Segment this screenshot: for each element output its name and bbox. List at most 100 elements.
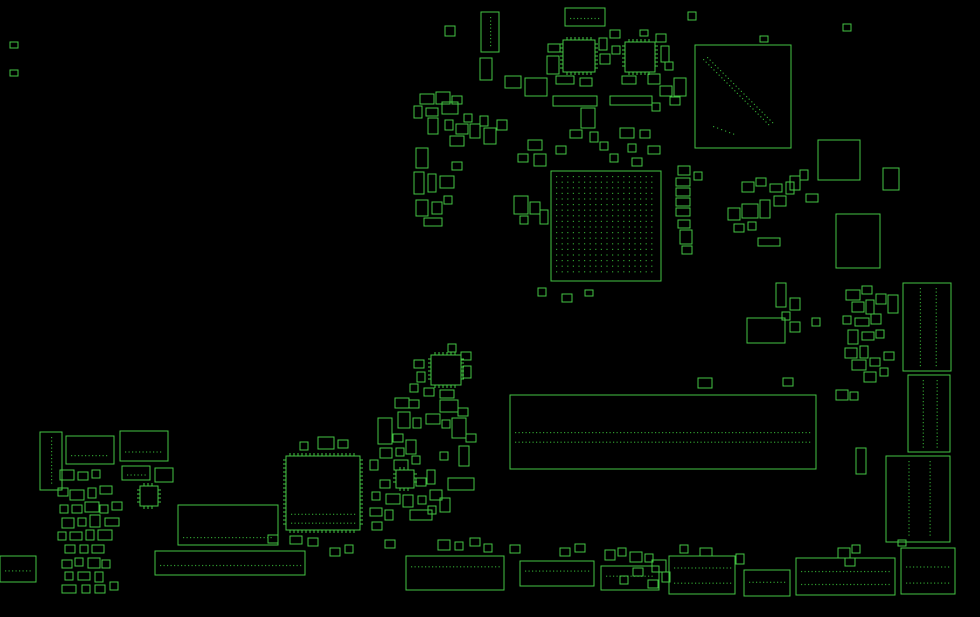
component-outline[interactable] [87,487,97,499]
component-outline[interactable] [851,301,865,313]
component-outline[interactable] [697,377,713,389]
component-outline[interactable] [845,289,861,301]
component-outline[interactable] [513,195,529,215]
connector-component[interactable] [177,504,279,546]
component-outline[interactable] [869,357,881,367]
component-outline[interactable] [379,447,393,459]
qfp-component[interactable] [622,39,658,75]
component-outline[interactable] [699,547,713,557]
component-outline[interactable] [863,371,877,383]
component-outline[interactable] [679,229,693,245]
component-outline[interactable] [681,245,693,255]
component-outline[interactable] [81,584,91,594]
component-outline[interactable] [735,553,745,565]
component-outline[interactable] [741,203,759,219]
component-outline[interactable] [746,317,786,344]
component-outline[interactable] [733,223,745,233]
connector-component[interactable] [0,555,37,583]
component-outline[interactable] [865,299,875,315]
component-outline[interactable] [835,213,881,269]
component-outline[interactable] [851,359,867,371]
component-outline[interactable] [77,517,87,527]
connector-component[interactable] [900,547,956,595]
qfp-component[interactable] [283,453,363,533]
connector-component[interactable] [119,430,169,462]
component-outline[interactable] [687,11,697,21]
connector-component[interactable] [668,555,736,595]
component-outline[interactable] [835,389,849,401]
component-outline[interactable] [441,419,451,429]
component-outline[interactable] [479,115,489,127]
component-outline[interactable] [619,127,635,139]
component-outline[interactable] [661,571,671,583]
component-outline[interactable] [604,549,616,561]
component-outline[interactable] [267,534,279,544]
component-outline[interactable] [419,93,435,105]
component-outline[interactable] [413,359,425,369]
qfp-component[interactable] [137,483,161,509]
component-outline[interactable] [64,544,76,554]
component-outline[interactable] [519,215,529,225]
component-outline[interactable] [647,73,661,85]
component-outline[interactable] [524,77,548,97]
component-outline[interactable] [639,129,651,139]
component-outline[interactable] [435,91,451,105]
component-outline[interactable] [693,171,703,181]
component-outline[interactable] [527,139,543,151]
component-outline[interactable] [409,383,419,393]
component-outline[interactable] [552,95,598,107]
component-outline[interactable] [844,557,856,567]
component-outline[interactable] [883,351,895,361]
bga-component[interactable] [550,170,662,282]
component-outline[interactable] [609,29,621,39]
component-outline[interactable] [371,491,381,501]
component-outline[interactable] [598,37,608,51]
component-outline[interactable] [547,43,561,53]
component-outline[interactable] [842,23,852,32]
connector-component[interactable] [885,455,951,543]
component-outline[interactable] [101,559,111,569]
component-outline[interactable] [393,459,409,471]
component-outline[interactable] [9,69,19,77]
component-outline[interactable] [402,494,414,508]
component-outline[interactable] [574,543,586,553]
component-outline[interactable] [405,439,417,455]
component-outline[interactable] [408,399,420,409]
component-outline[interactable] [621,75,637,85]
component-outline[interactable] [619,575,629,585]
component-outline[interactable] [444,25,456,37]
component-outline[interactable] [639,29,649,37]
component-outline[interactable] [109,581,119,591]
component-outline[interactable] [69,489,85,501]
component-outline[interactable] [533,153,547,167]
component-outline[interactable] [415,147,429,169]
component-outline[interactable] [71,504,83,514]
component-outline[interactable] [504,75,522,89]
component-outline[interactable] [837,547,851,559]
component-outline[interactable] [307,537,319,547]
component-outline[interactable] [555,145,567,155]
connector-component[interactable] [405,555,505,591]
component-outline[interactable] [344,544,354,554]
component-outline[interactable] [377,417,393,445]
component-outline[interactable] [9,41,19,49]
component-outline[interactable] [91,469,101,479]
component-outline[interactable] [599,141,609,151]
component-outline[interactable] [455,123,469,135]
component-outline[interactable] [727,207,741,221]
component-outline[interactable] [555,75,575,85]
component-outline[interactable] [369,507,383,517]
component-outline[interactable] [431,201,443,215]
component-outline[interactable] [811,317,821,327]
component-outline[interactable] [463,113,473,123]
component-outline[interactable] [317,436,335,450]
component-outline[interactable] [782,377,794,387]
component-outline[interactable] [57,487,69,497]
component-outline[interactable] [580,107,596,129]
component-outline[interactable] [104,517,120,527]
component-outline[interactable] [447,343,457,353]
component-outline[interactable] [413,171,425,195]
component-outline[interactable] [417,495,427,505]
component-outline[interactable] [289,535,303,545]
component-outline[interactable] [741,181,755,193]
